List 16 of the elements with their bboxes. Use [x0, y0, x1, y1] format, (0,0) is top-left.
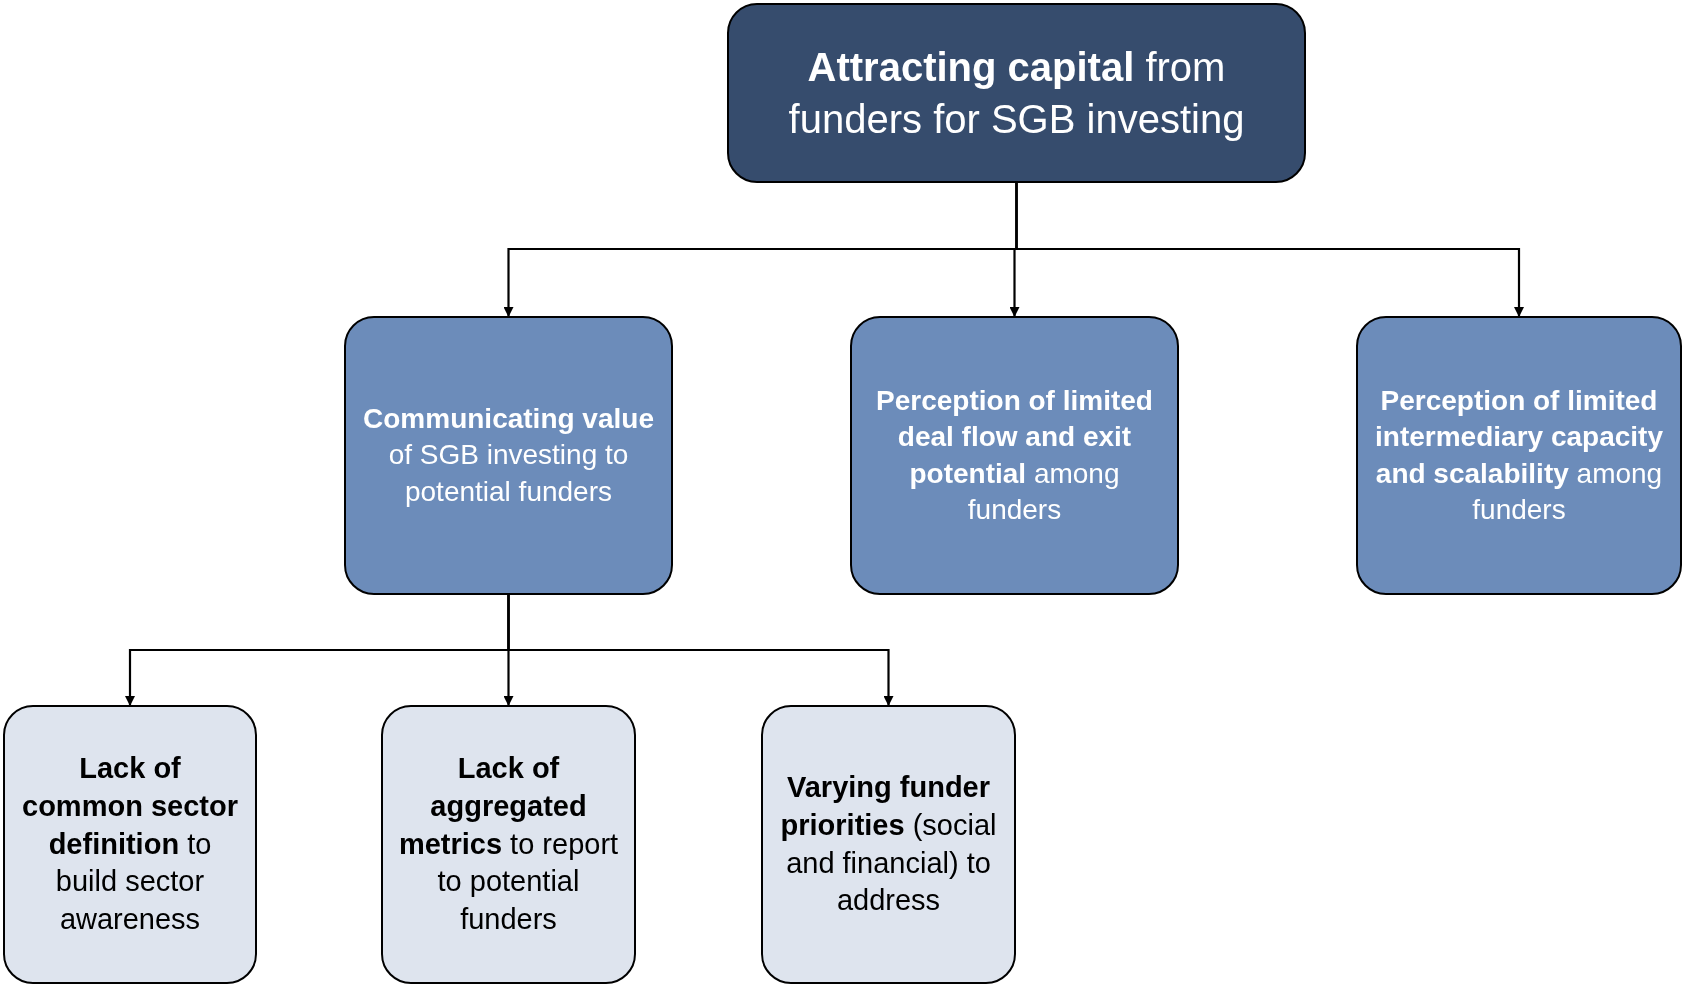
box-text: Attracting capital from funders for SGB investing	[787, 44, 1246, 143]
box-text: Lack of common sector definition to build sector awareness	[21, 751, 239, 938]
box-text: Communicating value of SGB investing to potential funders	[362, 401, 655, 509]
process-box	[3, 705, 257, 984]
process-box	[850, 316, 1179, 595]
process-box	[381, 705, 636, 984]
box-text: Perception of limited deal flow and exit potential among funders	[875, 383, 1154, 527]
arrow	[1015, 183, 1524, 317]
process-box	[344, 316, 673, 595]
box-text: Lack of aggregated metrics to report to potential funders	[397, 751, 620, 938]
box-text: Varying funder priorities (social and financial) to address	[779, 770, 998, 919]
process-box	[761, 705, 1016, 984]
process-box	[1356, 316, 1682, 595]
process-box	[727, 3, 1306, 183]
arrow	[507, 595, 894, 706]
box-text: Perception of limited intermediary capacity and scalability among funders	[1374, 383, 1664, 527]
